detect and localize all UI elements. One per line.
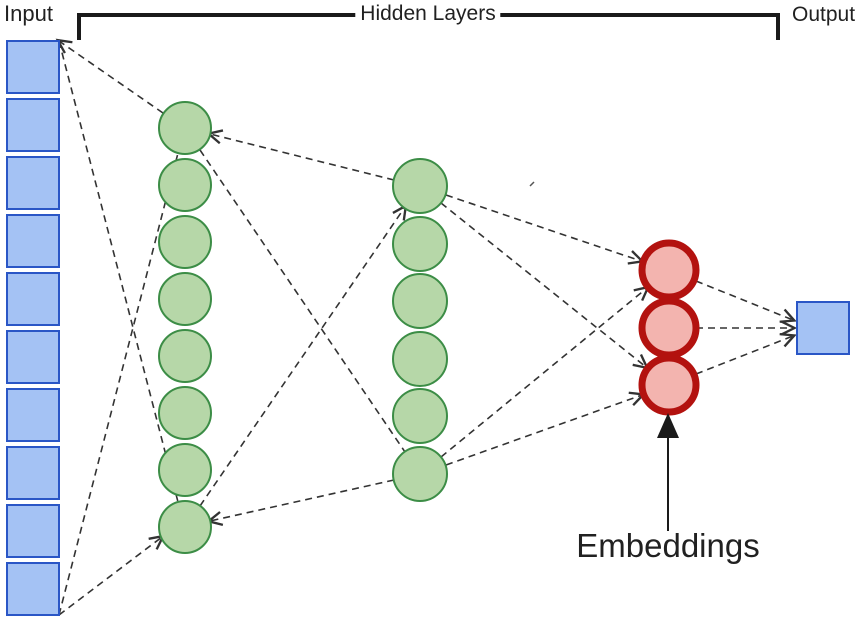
connector-line xyxy=(58,40,179,503)
hidden2-node xyxy=(392,273,448,329)
input-node xyxy=(6,98,60,152)
embedding-node xyxy=(638,297,700,359)
connector-line xyxy=(440,202,650,370)
connector-line xyxy=(445,194,645,265)
input-node xyxy=(6,562,60,616)
connector-line xyxy=(695,332,797,375)
connector-line xyxy=(445,391,646,466)
connector-line xyxy=(58,534,166,616)
embeddings-arrowhead xyxy=(657,413,679,438)
input-node xyxy=(6,40,60,94)
hidden2-node xyxy=(392,216,448,272)
hidden1-node xyxy=(158,329,212,383)
input-node xyxy=(6,330,60,384)
hidden1-node xyxy=(158,386,212,440)
hidden2-node xyxy=(392,388,448,444)
input-node xyxy=(6,156,60,210)
hidden-layers-label: Hidden Layers xyxy=(355,2,501,26)
input-node xyxy=(6,272,60,326)
embeddings-label: Embeddings xyxy=(576,527,760,564)
embedding-node xyxy=(638,354,700,416)
hidden1-node xyxy=(158,500,212,554)
hidden1-node xyxy=(158,215,212,269)
input-label: Input xyxy=(4,1,53,26)
input-node xyxy=(6,214,60,268)
connector-line xyxy=(199,149,406,453)
connector-line xyxy=(206,479,395,527)
hidden1-node xyxy=(158,443,212,497)
hidden2-node xyxy=(392,331,448,387)
connector-line xyxy=(58,152,179,616)
embedding-node xyxy=(638,239,700,301)
hidden2-node xyxy=(392,446,448,502)
connector-line xyxy=(695,280,797,323)
connector-line xyxy=(440,285,651,458)
connector-line xyxy=(206,129,395,181)
input-node xyxy=(6,446,60,500)
hidden1-node xyxy=(158,158,212,212)
stray-mark xyxy=(529,181,535,187)
hidden2-node xyxy=(392,158,448,214)
connector-line xyxy=(55,38,164,114)
output-node xyxy=(796,301,850,355)
hidden1-node xyxy=(158,101,212,155)
input-node xyxy=(6,504,60,558)
hidden1-node xyxy=(158,272,212,326)
connector-line xyxy=(199,203,408,507)
input-node xyxy=(6,388,60,442)
output-label: Output xyxy=(792,3,856,26)
